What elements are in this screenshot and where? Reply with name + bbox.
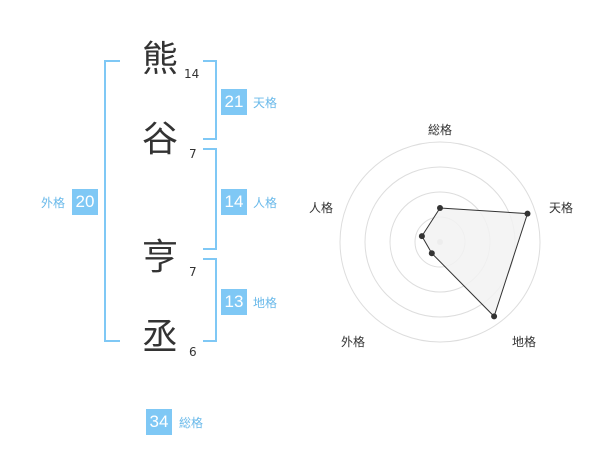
stroke-count-1: 14: [184, 67, 200, 81]
radar-point-2: [524, 210, 531, 217]
name-char-3: 亨: [141, 237, 178, 278]
radar-point-1: [437, 205, 443, 211]
radar-label-chikaku: 地格: [512, 335, 537, 349]
soukaku-label: 総格: [179, 416, 204, 430]
jinkaku-label: 人格: [253, 196, 278, 210]
radar-ring: [339, 141, 541, 343]
radar-label-soukaku: 総格: [428, 123, 453, 137]
soukaku-value: 34: [146, 409, 172, 435]
radar-label-jinkaku: 人格: [309, 201, 334, 215]
radar-label-gaikaku: 外格: [341, 335, 366, 349]
stroke-count-4: 6: [189, 345, 197, 359]
stroke-count-3: 7: [189, 265, 197, 279]
gaikaku-bracket: [104, 60, 120, 342]
gaikaku-label: 外格: [41, 196, 66, 210]
gaikaku-value: 20: [72, 189, 98, 215]
radar-label-tenkaku: 天格: [549, 201, 574, 215]
radar-point-4: [428, 250, 435, 257]
chikaku-bracket: [203, 258, 217, 342]
name-char-4: 丞: [141, 317, 178, 358]
jinkaku-value: 14: [221, 189, 247, 215]
tenkaku-value: 21: [221, 89, 247, 115]
radar-point-3: [491, 313, 498, 320]
jinkaku-bracket: [203, 148, 217, 250]
stroke-count-2: 7: [189, 147, 197, 161]
radar-polygon: [421, 207, 529, 318]
radar-chart: [339, 141, 541, 343]
chikaku-label: 地格: [253, 296, 278, 310]
radar-point-5: [418, 233, 425, 240]
name-char-2: 谷: [141, 119, 178, 160]
tenkaku-label: 天格: [253, 96, 278, 110]
tenkaku-bracket: [203, 60, 217, 140]
name-char-1: 熊: [141, 39, 178, 80]
chikaku-value: 13: [221, 289, 247, 315]
